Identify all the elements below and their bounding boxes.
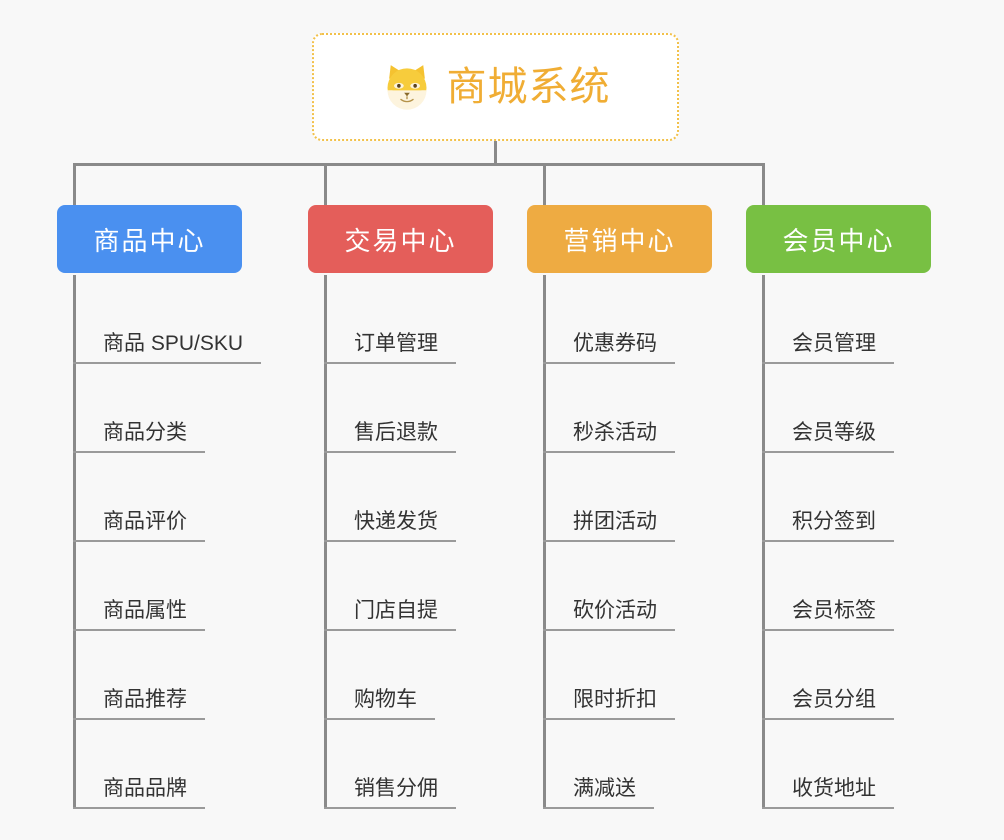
leaf-item[interactable]: 购物车 [324,631,435,720]
leaf-item[interactable]: 会员分组 [762,631,894,720]
branch-rail-trade-center [324,275,327,809]
leaf-label: 销售分佣 [324,777,456,809]
distribution-bar [73,163,765,166]
shiba-dog-face-icon [387,65,426,110]
leaf-label: 购物车 [324,688,435,720]
leaf-label: 会员标签 [762,599,894,631]
leaf-label: 售后退款 [324,421,456,453]
leaf-item[interactable]: 会员等级 [762,364,894,453]
leaf-item[interactable]: 会员标签 [762,542,894,631]
leaf-label: 商品属性 [73,599,205,631]
category-label: 会员中心 [782,225,895,256]
leaf-item[interactable]: 订单管理 [324,275,456,364]
leaf-label: 商品推荐 [73,688,205,720]
branch-rail-member-center [762,275,765,809]
leaf-label: 秒杀活动 [543,421,675,453]
leaf-item[interactable]: 售后退款 [324,364,456,453]
leaf-label: 门店自提 [324,599,456,631]
leaf-item[interactable]: 商品品牌 [73,720,205,809]
category-label: 营销中心 [563,225,676,256]
leaf-label: 积分签到 [762,510,894,542]
leaf-label: 拼团活动 [543,510,675,542]
category-box-member-center[interactable]: 会员中心 [746,205,931,273]
leaf-label: 商品品牌 [73,777,205,809]
leaf-item[interactable]: 砍价活动 [543,542,675,631]
root-title: 商城系统 [446,65,611,109]
drop-line-trade-center [324,163,327,205]
leaf-label: 会员等级 [762,421,894,453]
leaf-label: 商品分类 [73,421,205,453]
leaf-label: 满减送 [543,777,654,809]
leaf-item[interactable]: 销售分佣 [324,720,456,809]
category-label: 商品中心 [93,225,206,256]
drop-line-marketing-center [543,163,546,205]
trunk-line [494,141,497,166]
leaf-label: 商品 SPU/SKU [73,332,262,364]
branch-rail-product-center [73,275,76,809]
leaf-item[interactable]: 秒杀活动 [543,364,675,453]
leaf-label: 砍价活动 [543,599,675,631]
leaf-item[interactable]: 商品属性 [73,542,205,631]
leaf-item[interactable]: 商品评价 [73,453,205,542]
root-node[interactable]: 商城系统 [312,33,679,141]
leaf-item[interactable]: 门店自提 [324,542,456,631]
leaf-label: 快递发货 [324,510,456,542]
leaf-label: 收货地址 [762,777,894,809]
drop-line-product-center [73,163,76,205]
leaf-item[interactable]: 拼团活动 [543,453,675,542]
leaf-item[interactable]: 限时折扣 [543,631,675,720]
leaf-item[interactable]: 商品 SPU/SKU [73,275,262,364]
leaf-label: 订单管理 [324,332,456,364]
leaf-label: 限时折扣 [543,688,675,720]
leaf-label: 优惠券码 [543,332,675,364]
leaf-label: 商品评价 [73,510,205,542]
leaf-item[interactable]: 商品分类 [73,364,205,453]
category-box-trade-center[interactable]: 交易中心 [308,205,493,273]
leaf-item[interactable]: 积分签到 [762,453,894,542]
drop-line-member-center [762,163,765,205]
category-label: 交易中心 [344,225,457,256]
leaf-item[interactable]: 会员管理 [762,275,894,364]
leaf-label: 会员管理 [762,332,894,364]
leaf-item[interactable]: 收货地址 [762,720,894,809]
leaf-item[interactable]: 满减送 [543,720,654,809]
category-box-marketing-center[interactable]: 营销中心 [527,205,712,273]
leaf-item[interactable]: 优惠券码 [543,275,675,364]
branch-rail-marketing-center [543,275,546,809]
leaf-label: 会员分组 [762,688,894,720]
leaf-item[interactable]: 商品推荐 [73,631,205,720]
leaf-item[interactable]: 快递发货 [324,453,456,542]
category-box-product-center[interactable]: 商品中心 [57,205,242,273]
